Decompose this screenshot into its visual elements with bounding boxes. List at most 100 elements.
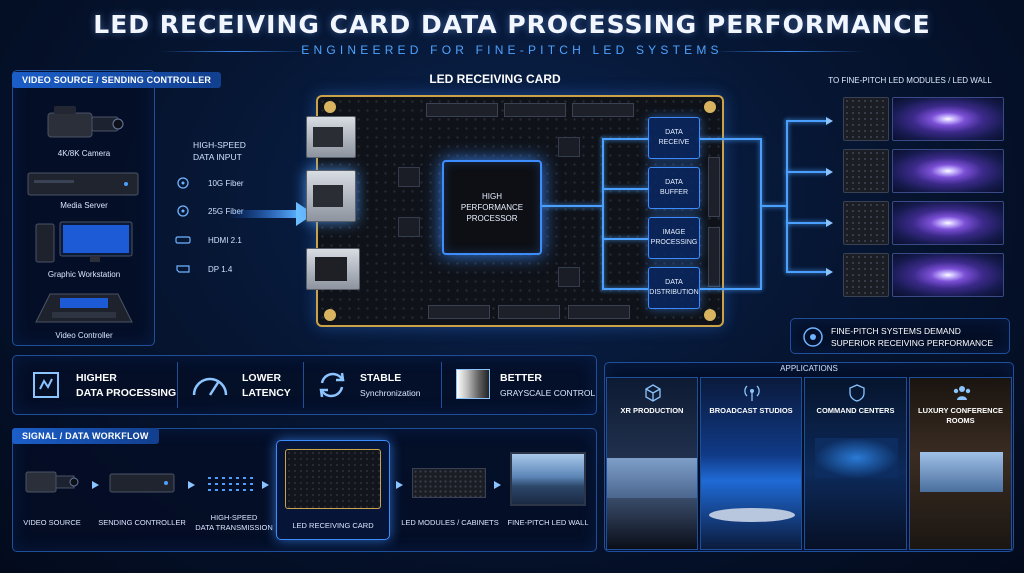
block-label-line: DISTRIBUTION [649, 289, 699, 296]
input-label: 10G Fiber [208, 179, 244, 188]
sfp-port [306, 170, 356, 222]
workflow-step-line: SENDING CONTROLLER [98, 518, 186, 527]
signal-line [602, 288, 648, 290]
chip [558, 267, 580, 287]
app-scene [607, 458, 697, 498]
block-data-buffer: DATA BUFFER [648, 167, 700, 209]
block-label-line: DATA [665, 129, 683, 136]
fiber-icon [177, 177, 189, 189]
signal-line [602, 138, 604, 290]
block-label-line: DATA [665, 279, 683, 286]
app-card-xr-production: XR PRODUCTION [606, 377, 698, 550]
input-label: DP 1.4 [208, 265, 233, 274]
workflow-step-label: LED RECEIVING CARD [277, 521, 389, 531]
note-line: FINE-PITCH SYSTEMS DEMAND [831, 326, 961, 336]
chip [398, 217, 420, 237]
applications-tag: APPLICATIONS [780, 364, 838, 373]
led-module [843, 253, 889, 297]
header-connector [426, 103, 498, 117]
performance-note-text: FINE-PITCH SYSTEMS DEMAND SUPERIOR RECEI… [831, 325, 993, 349]
arrow-right-icon [826, 168, 833, 176]
arrow-right-icon [262, 481, 269, 489]
rj45-port [306, 248, 360, 290]
hdmi-icon [175, 236, 191, 244]
header-connector [504, 103, 566, 117]
shield-icon [849, 384, 865, 402]
header-connector [428, 305, 490, 319]
input-heading-line2: DATA INPUT [193, 152, 242, 162]
block-label-line: PROCESSING [650, 239, 698, 246]
mount-hole [704, 101, 716, 113]
app-scene [815, 438, 898, 478]
side-connector [708, 227, 720, 287]
performance-note: FINE-PITCH SYSTEMS DEMAND SUPERIOR RECEI… [790, 318, 1010, 354]
block-data-receive: DATA RECEIVE [648, 117, 700, 159]
processing-chip-icon [33, 372, 59, 398]
output-line [786, 120, 788, 272]
source-item-workstation: Graphic Workstation [14, 217, 154, 279]
block-label-line: RECEIVE [658, 139, 690, 146]
fiber-icon [177, 205, 189, 217]
grayscale-icon [456, 369, 490, 399]
header-connector [568, 305, 630, 319]
features-panel [12, 355, 597, 415]
feature-synchronization: STABLE Synchronization [304, 355, 441, 415]
source-item-video-controller: Video Controller [14, 283, 154, 345]
feature-title: BETTER [500, 372, 542, 384]
feature-subtitle: GRAYSCALE CONTROL [500, 388, 596, 398]
signal-line [602, 138, 648, 140]
workflow-step-label: VIDEO SOURCE [14, 518, 90, 528]
gauge-icon [192, 377, 228, 396]
header-connector [498, 305, 560, 319]
side-connector [708, 157, 720, 217]
feature-subtitle: DATA PROCESSING [76, 387, 177, 399]
processor-label-line: PERFORMANCE [460, 203, 524, 212]
people-icon [953, 386, 971, 400]
signal-line [602, 188, 648, 190]
app-card-broadcast-studios: BROADCAST STUDIOS [700, 377, 802, 550]
target-icon [803, 327, 823, 347]
output-title: TO FINE-PITCH LED MODULES / LED WALL [828, 76, 992, 85]
led-wall-icon [510, 452, 586, 506]
feature-title: HIGHER [76, 372, 117, 384]
feature-divider [177, 362, 178, 408]
feature-title: STABLE [360, 372, 402, 384]
output-line [786, 271, 828, 273]
processor-label-line: HIGH [482, 192, 502, 201]
workflow-step-line: DATA TRANSMISSION [195, 523, 273, 532]
source-label: 4K/8K Camera [57, 149, 111, 158]
subtitle-divider-right [714, 51, 864, 52]
arrow-right-icon [826, 117, 833, 125]
camera-icon [25, 471, 79, 493]
chip [398, 167, 420, 187]
feature-grayscale: BETTER GRAYSCALE CONTROL [442, 355, 597, 415]
output-line [786, 120, 828, 122]
led-cabinets-icon [412, 468, 486, 498]
block-label-line: DATA [665, 179, 683, 186]
app-title-line: LUXURY CONFERENCE [917, 406, 1003, 415]
workflow-step-line: VIDEO SOURCE [23, 518, 81, 527]
output-line [762, 205, 786, 207]
feature-latency: LOWER LATENCY [178, 355, 303, 415]
feature-divider [303, 362, 304, 408]
feature-title: LOWER [242, 372, 282, 384]
arrow-right-icon [826, 268, 833, 276]
input-heading-line1: HIGH-SPEED [193, 140, 246, 150]
sending-controller-icon [109, 473, 175, 493]
block-label-line: BUFFER [660, 189, 688, 196]
data-transmission-icon [208, 477, 253, 491]
cube-icon [645, 384, 661, 402]
led-wall-panel [892, 149, 1004, 193]
arrow-right-icon [826, 219, 833, 227]
app-card-luxury-conference: LUXURY CONFERENCE ROOMS [909, 377, 1012, 550]
output-line [786, 222, 828, 224]
mount-hole [704, 309, 716, 321]
input-label: 25G Fiber [208, 207, 244, 216]
app-scene [709, 508, 795, 522]
block-image-processing: IMAGE PROCESSING [648, 217, 700, 259]
led-module [843, 149, 889, 193]
workflow-step-line: HIGH-SPEED [210, 513, 258, 522]
arrow-right-icon [188, 481, 195, 489]
feature-subtitle: Synchronization [360, 388, 421, 398]
app-card-command-centers: COMMAND CENTERS [804, 377, 907, 550]
